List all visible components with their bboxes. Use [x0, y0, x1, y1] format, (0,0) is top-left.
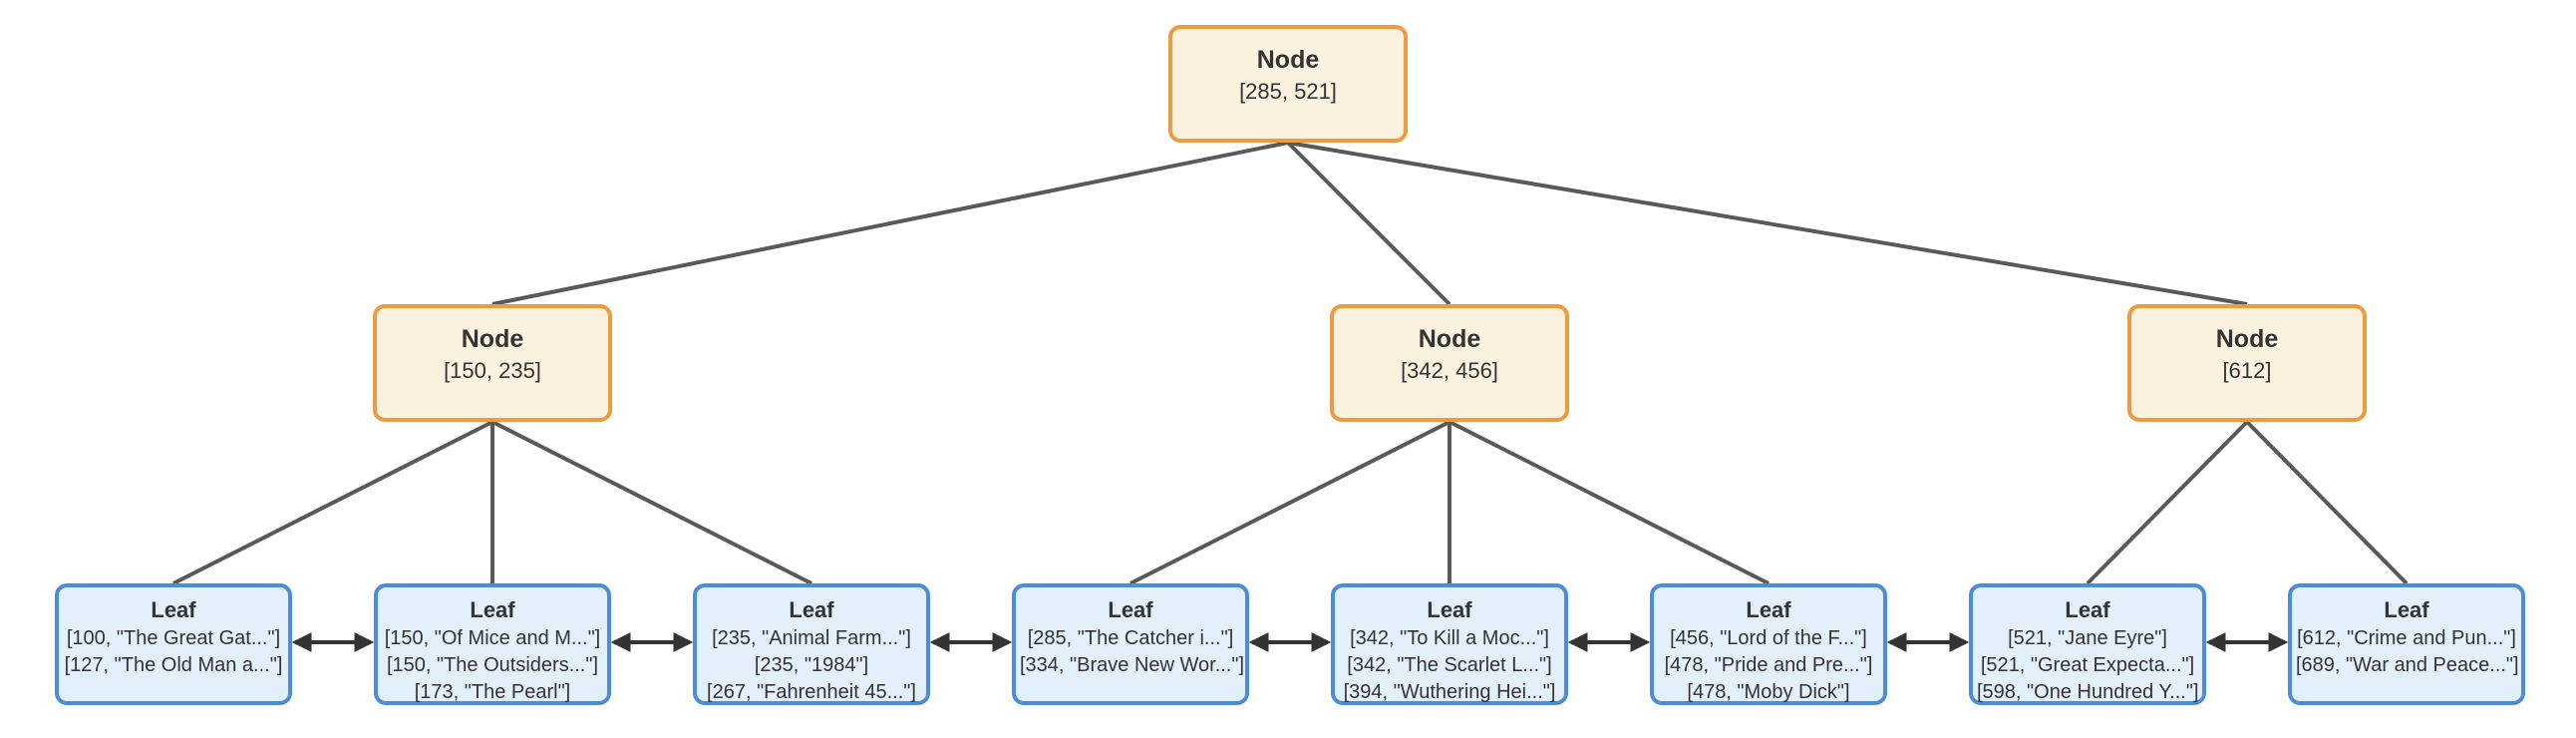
node-title: Node — [1418, 325, 1481, 353]
leaf-node-l7: Leaf [521, "Jane Eyre"] [521, "Great Expec… — [1969, 583, 2206, 705]
edge-n2-l4 — [1129, 420, 1450, 585]
internal-node-n3: Node [612] — [2127, 304, 2367, 422]
leaf-entry: [342, "To Kill a Moc..."] — [1350, 627, 1549, 649]
leaf-entry: [394, "Wuthering Hei..."] — [1343, 681, 1556, 703]
leaf-entry: [521, "Great Expecta..."] — [1980, 654, 2195, 676]
edge-n1-l3 — [491, 420, 812, 585]
leaf-title: Leaf — [1108, 597, 1153, 622]
leaf-title: Leaf — [470, 597, 515, 622]
leaf-entry: [612, "Crime and Pun..."] — [2297, 627, 2516, 649]
leaf-entry: [235, "Animal Farm..."] — [712, 627, 911, 649]
internal-node-n2: Node [342, 456] — [1330, 304, 1569, 422]
leaf-entry: [689, "War and Peace..."] — [2296, 654, 2519, 676]
node-title: Node — [2215, 325, 2279, 353]
leaf-node-l2: Leaf [150, "Of Mice and M..."] [150, "The … — [374, 583, 611, 705]
node-keys: [342, 456] — [1401, 358, 1498, 383]
leaf-entry: [267, "Fahrenheit 45..."] — [707, 681, 916, 703]
edge-n3-l7 — [2086, 420, 2249, 585]
edge-n1-l1 — [172, 420, 493, 585]
leaf-node-l1: Leaf [100, "The Great Gat..."] [127, "The … — [55, 583, 292, 705]
leaf-title: Leaf — [1427, 597, 1472, 622]
leaf-title: Leaf — [789, 597, 834, 622]
leaf-entry: [127, "The Old Man a..."] — [64, 654, 283, 676]
edge-root-n2 — [1286, 141, 1451, 306]
internal-node-n1: Node [150, 235] — [373, 304, 612, 422]
leaf-entry: [521, "Jane Eyre"] — [2008, 627, 2167, 649]
leaf-entry: [173, "The Pearl"] — [414, 681, 571, 703]
node-title: Node — [461, 325, 524, 353]
edge-root-n3 — [1287, 141, 2248, 306]
edge-n3-l8 — [2245, 420, 2409, 585]
leaf-entry: [456, "Lord of the F..."] — [1670, 627, 1867, 649]
leaf-entry: [150, "The Outsiders..."] — [386, 654, 599, 676]
leaf-entry: [342, "The Scarlet L..."] — [1347, 654, 1552, 676]
node-keys: [285, 521] — [1239, 79, 1337, 104]
leaf-entry: [235, "1984"] — [754, 654, 869, 676]
leaf-title: Leaf — [1746, 597, 1791, 622]
leaf-entry: [598, "One Hundred Y..."] — [1977, 681, 2199, 703]
edge-n2-l6 — [1449, 420, 1770, 585]
leaf-node-l3: Leaf [235, "Animal Farm..."] [235, "1984"]… — [693, 583, 930, 705]
node-keys: [150, 235] — [444, 358, 541, 383]
leaf-node-l8: Leaf [612, "Crime and Pun..."] [689, "War … — [2288, 583, 2525, 705]
node-title: Node — [1256, 46, 1320, 74]
leaf-entry: [334, "Brave New Wor..."] — [1020, 654, 1245, 676]
parent-child-edges — [172, 141, 2409, 585]
leaf-entry: [478, "Moby Dick"] — [1687, 681, 1850, 703]
leaf-node-l5: Leaf [342, "To Kill a Moc..."] [342, "The … — [1331, 583, 1568, 705]
leaf-title: Leaf — [151, 597, 196, 622]
leaf-entry: [100, "The Great Gat..."] — [66, 627, 281, 649]
internal-node-root: Node [285, 521] — [1168, 25, 1408, 143]
leaf-node-l4: Leaf [285, "The Catcher i..."] [334, "Brav… — [1012, 583, 1249, 705]
leaf-entry: [150, "Of Mice and M..."] — [384, 627, 601, 649]
leaf-entry: [285, "The Catcher i..."] — [1027, 627, 1234, 649]
edge-root-n1 — [491, 141, 1289, 306]
leaf-title: Leaf — [2065, 597, 2110, 622]
node-keys: [612] — [2222, 358, 2272, 383]
leaf-node-l6: Leaf [456, "Lord of the F..."] [478, "Prid… — [1650, 583, 1887, 705]
leaf-title: Leaf — [2384, 597, 2429, 622]
leaf-entry: [478, "Pride and Pre..."] — [1664, 654, 1873, 676]
